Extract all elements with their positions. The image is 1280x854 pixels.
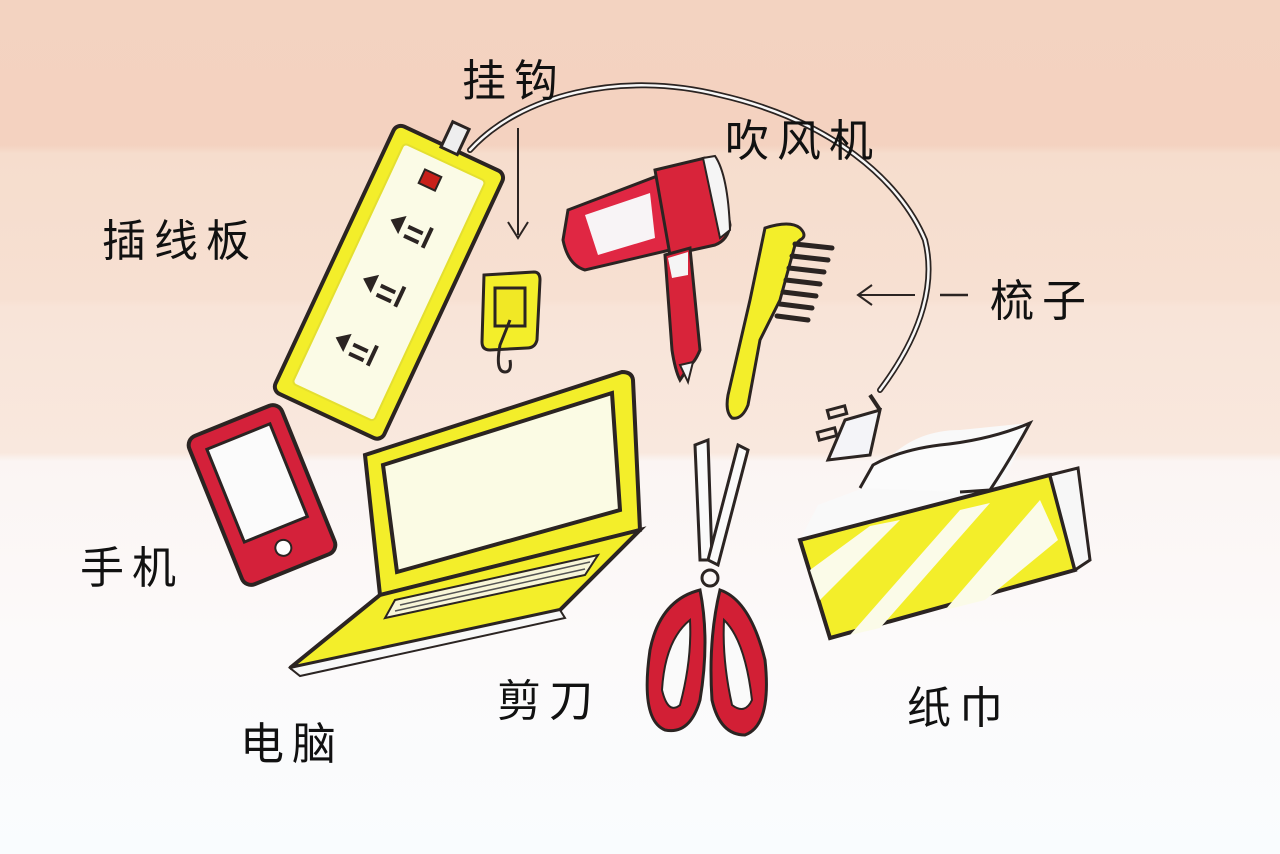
power-cord [467,82,932,393]
scissors-label: 剪刀 [497,676,601,727]
laptop-icon [287,369,647,678]
phone-icon [186,403,338,587]
down-arrow-icon [507,128,529,240]
plug-icon [815,393,883,462]
tissue-box-icon [797,419,1092,641]
hair-dryer-label: 吹风机 [725,116,881,167]
hook-icon [480,270,542,374]
hook-label: 挂钩 [462,56,566,107]
left-arrow-icon [856,284,968,306]
computer-label: 电脑 [240,719,344,770]
comb-icon [725,222,835,420]
scissors-icon [645,437,768,737]
phone-label: 手机 [80,543,184,594]
power-strip-label: 插线板 [102,216,258,267]
hair-dryer-icon [561,154,732,385]
power-strip-icon [272,119,506,441]
comb-label: 梳子 [990,276,1094,327]
tissue-label: 纸巾 [907,683,1011,734]
